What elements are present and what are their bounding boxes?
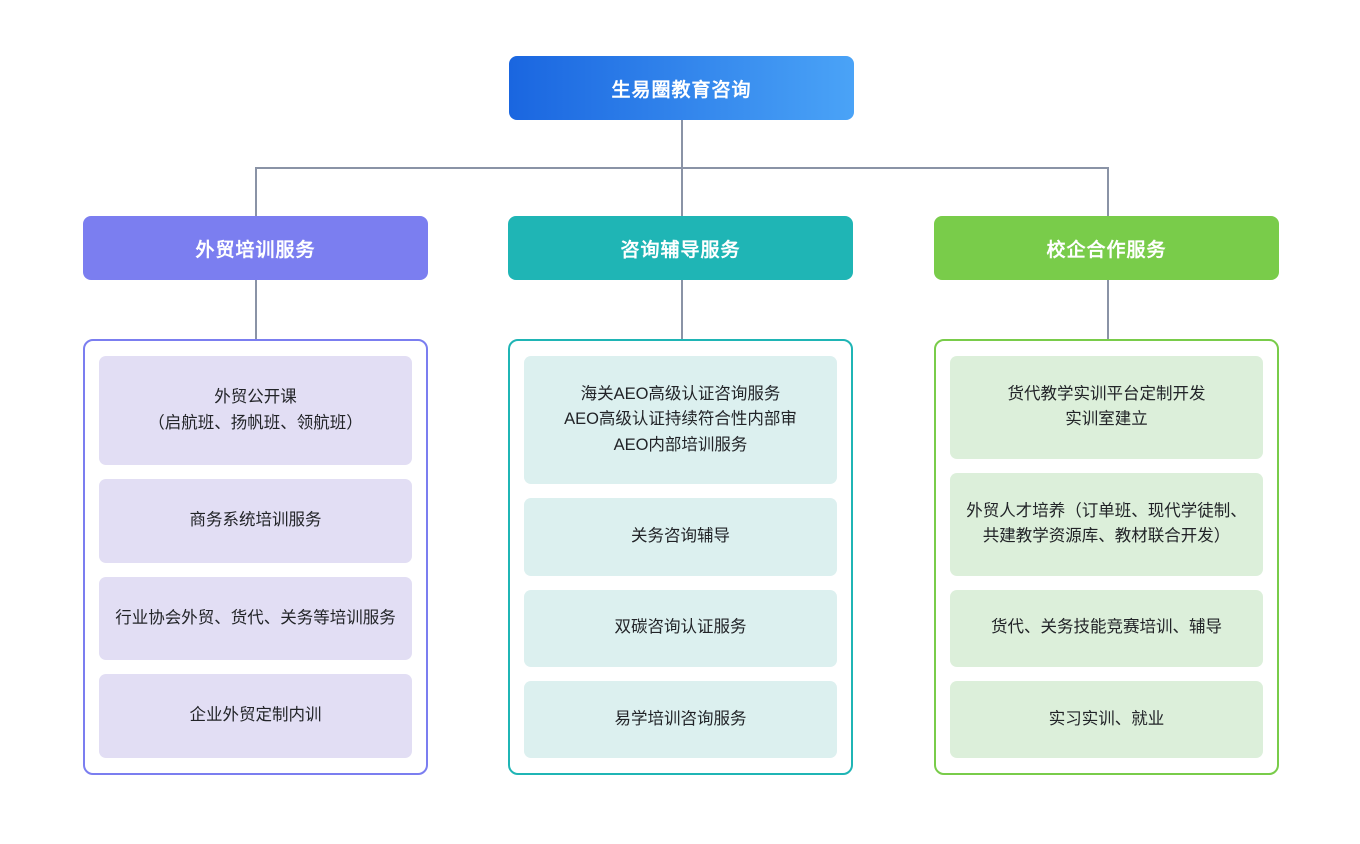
connector-root-stem bbox=[681, 120, 683, 168]
category-header-consulting-label: 咨询辅导服务 bbox=[620, 239, 741, 261]
panel-training: 外贸公开课 （启航班、扬帆班、领航班） 商务系统培训服务 行业协会外贸、货代、关… bbox=[83, 339, 428, 775]
connector-header-panel-2 bbox=[681, 280, 683, 340]
connector-drop-branch-3 bbox=[1107, 167, 1109, 217]
list-item[interactable]: 实习实训、就业 bbox=[950, 680, 1263, 758]
panel-consulting: 海关AEO高级认证咨询服务 AEO高级认证持续符合性内部审 AEO内部培训服务 … bbox=[508, 339, 853, 775]
list-item-label: 外贸公开课 （启航班、扬帆班、领航班） bbox=[148, 388, 363, 432]
list-item[interactable]: 企业外贸定制内训 bbox=[99, 674, 412, 758]
root-node[interactable]: 生易圈教育咨询 bbox=[509, 56, 854, 120]
connector-header-panel-3 bbox=[1107, 280, 1109, 340]
connector-header-panel-1 bbox=[255, 280, 257, 340]
category-header-training-label: 外贸培训服务 bbox=[195, 239, 316, 261]
list-item-label: 企业外贸定制内训 bbox=[189, 706, 322, 725]
list-item-label: 关务咨询辅导 bbox=[631, 527, 730, 546]
list-item[interactable]: 外贸人才培养（订单班、现代学徒制、共建教学资源库、教材联合开发） bbox=[950, 472, 1263, 576]
list-item-label: 商务系统培训服务 bbox=[189, 511, 322, 530]
category-header-school-enterprise-label: 校企合作服务 bbox=[1046, 239, 1167, 261]
list-item[interactable]: 双碳咨询认证服务 bbox=[524, 589, 837, 667]
list-item-label: 外贸人才培养（订单班、现代学徒制、共建教学资源库、教材联合开发） bbox=[966, 501, 1247, 546]
connector-drop-branch-1 bbox=[255, 167, 257, 217]
category-header-school-enterprise[interactable]: 校企合作服务 bbox=[934, 216, 1279, 280]
category-header-consulting[interactable]: 咨询辅导服务 bbox=[508, 216, 853, 280]
list-item-label: 双碳咨询认证服务 bbox=[614, 618, 747, 637]
list-item-label: 海关AEO高级认证咨询服务 AEO高级认证持续符合性内部审 AEO内部培训服务 bbox=[564, 384, 797, 454]
list-item-label: 行业协会外贸、货代、关务等培训服务 bbox=[115, 608, 396, 627]
connector-drop-branch-2 bbox=[681, 167, 683, 217]
list-item[interactable]: 货代教学实训平台定制开发 实训室建立 bbox=[950, 356, 1263, 459]
list-item-label: 易学培训咨询服务 bbox=[614, 709, 747, 728]
list-item-label: 货代、关务技能竞赛培训、辅导 bbox=[991, 618, 1222, 637]
root-node-label: 生易圈教育咨询 bbox=[611, 79, 752, 101]
list-item-label: 货代教学实训平台定制开发 实训室建立 bbox=[1007, 384, 1206, 429]
category-header-training[interactable]: 外贸培训服务 bbox=[83, 216, 428, 280]
list-item[interactable]: 货代、关务技能竞赛培训、辅导 bbox=[950, 589, 1263, 667]
list-item[interactable]: 行业协会外贸、货代、关务等培训服务 bbox=[99, 576, 412, 661]
panel-school-enterprise: 货代教学实训平台定制开发 实训室建立 外贸人才培养（订单班、现代学徒制、共建教学… bbox=[934, 339, 1279, 775]
list-item[interactable]: 关务咨询辅导 bbox=[524, 498, 837, 576]
list-item-label: 实习实训、就业 bbox=[1048, 709, 1165, 728]
list-item[interactable]: 商务系统培训服务 bbox=[99, 479, 412, 563]
list-item[interactable]: 海关AEO高级认证咨询服务 AEO高级认证持续符合性内部审 AEO内部培训服务 bbox=[524, 356, 837, 485]
list-item[interactable]: 易学培训咨询服务 bbox=[524, 680, 837, 758]
list-item[interactable]: 外贸公开课 （启航班、扬帆班、领航班） bbox=[99, 356, 412, 466]
